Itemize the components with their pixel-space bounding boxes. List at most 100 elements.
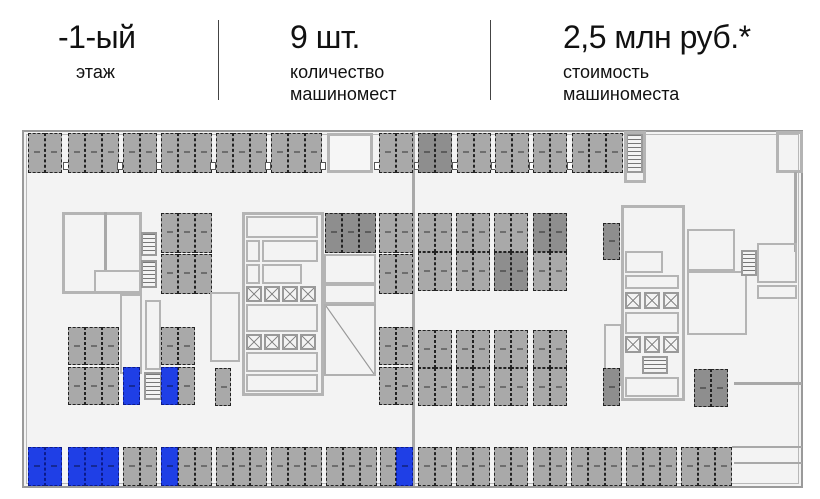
parking-spot[interactable] — [123, 133, 140, 173]
parking-spot[interactable] — [195, 254, 212, 294]
parking-spot[interactable] — [250, 447, 267, 486]
parking-spot[interactable] — [325, 213, 342, 253]
parking-spot[interactable] — [473, 330, 490, 368]
parking-spot[interactable] — [550, 330, 567, 368]
parking-spot[interactable] — [418, 447, 435, 486]
parking-spot[interactable] — [161, 133, 178, 173]
parking-spot[interactable] — [418, 133, 435, 173]
parking-spot[interactable] — [456, 330, 473, 368]
parking-spot[interactable] — [418, 252, 435, 291]
parking-spot-available[interactable] — [161, 367, 178, 405]
parking-spot-available[interactable] — [161, 447, 178, 486]
parking-spot[interactable] — [68, 367, 85, 405]
parking-spot[interactable] — [379, 254, 396, 294]
parking-spot[interactable] — [435, 368, 452, 406]
parking-spot[interactable] — [305, 133, 322, 173]
parking-spot[interactable] — [380, 447, 396, 486]
parking-spot[interactable] — [603, 223, 620, 260]
parking-spot[interactable] — [140, 133, 157, 173]
parking-spot[interactable] — [533, 447, 550, 486]
parking-spot[interactable] — [511, 447, 528, 486]
parking-spot[interactable] — [511, 252, 528, 291]
parking-spot-available[interactable] — [396, 447, 413, 486]
parking-spot[interactable] — [396, 367, 413, 405]
parking-spot[interactable] — [102, 133, 119, 173]
parking-spot[interactable] — [379, 367, 396, 405]
parking-spot[interactable] — [195, 447, 212, 486]
parking-spot[interactable] — [681, 447, 698, 486]
parking-spot[interactable] — [102, 327, 119, 365]
parking-spot[interactable] — [379, 213, 396, 253]
parking-spot[interactable] — [178, 133, 195, 173]
parking-spot[interactable] — [473, 213, 490, 252]
parking-spot[interactable] — [178, 327, 195, 365]
parking-spot-available[interactable] — [102, 447, 119, 486]
parking-spot[interactable] — [161, 213, 178, 253]
parking-spot[interactable] — [233, 447, 250, 486]
parking-spot[interactable] — [457, 133, 474, 173]
parking-spot[interactable] — [660, 447, 677, 486]
parking-spot-available[interactable] — [85, 447, 102, 486]
parking-spot[interactable] — [533, 213, 550, 252]
parking-spot-available[interactable] — [28, 447, 45, 486]
parking-spot[interactable] — [512, 133, 529, 173]
parking-spot[interactable] — [511, 213, 528, 252]
parking-spot[interactable] — [215, 368, 231, 406]
parking-spot[interactable] — [379, 133, 396, 173]
parking-spot[interactable] — [216, 447, 233, 486]
parking-spot[interactable] — [396, 133, 413, 173]
parking-spot[interactable] — [305, 447, 322, 486]
parking-spot[interactable] — [195, 133, 212, 173]
parking-spot[interactable] — [511, 330, 528, 368]
parking-spot[interactable] — [711, 369, 728, 407]
parking-spot[interactable] — [396, 327, 413, 365]
parking-spot[interactable] — [605, 447, 622, 486]
parking-spot[interactable] — [571, 447, 588, 486]
parking-spot[interactable] — [494, 447, 511, 486]
parking-spot[interactable] — [550, 447, 567, 486]
parking-spot[interactable] — [495, 133, 512, 173]
parking-spot[interactable] — [178, 254, 195, 294]
parking-spot[interactable] — [161, 254, 178, 294]
parking-spot[interactable] — [511, 368, 528, 406]
parking-spot[interactable] — [694, 369, 711, 407]
parking-spot[interactable] — [396, 213, 413, 253]
parking-spot[interactable] — [456, 447, 473, 486]
parking-spot[interactable] — [473, 252, 490, 291]
parking-spot-available[interactable] — [45, 447, 62, 486]
parking-spot[interactable] — [473, 368, 490, 406]
parking-spot[interactable] — [233, 133, 250, 173]
parking-spot[interactable] — [140, 447, 157, 486]
parking-spot[interactable] — [606, 133, 623, 173]
parking-spot[interactable] — [494, 252, 511, 291]
parking-spot[interactable] — [216, 133, 233, 173]
parking-spot[interactable] — [533, 330, 550, 368]
parking-spot[interactable] — [418, 330, 435, 368]
parking-spot[interactable] — [85, 367, 102, 405]
parking-spot[interactable] — [494, 330, 511, 368]
parking-spot[interactable] — [588, 447, 605, 486]
parking-spot[interactable] — [533, 252, 550, 291]
parking-spot[interactable] — [533, 368, 550, 406]
parking-spot[interactable] — [102, 367, 119, 405]
parking-spot[interactable] — [288, 447, 305, 486]
parking-spot[interactable] — [494, 368, 511, 406]
parking-spot[interactable] — [271, 447, 288, 486]
parking-spot[interactable] — [435, 252, 452, 291]
parking-spot[interactable] — [603, 368, 620, 406]
parking-spot[interactable] — [326, 447, 343, 486]
parking-spot[interactable] — [473, 447, 490, 486]
parking-spot[interactable] — [550, 133, 567, 173]
parking-spot[interactable] — [456, 252, 473, 291]
parking-spot[interactable] — [343, 447, 360, 486]
parking-spot[interactable] — [379, 327, 396, 365]
parking-spot[interactable] — [456, 368, 473, 406]
parking-spot[interactable] — [643, 447, 660, 486]
parking-spot[interactable] — [550, 252, 567, 291]
parking-spot[interactable] — [360, 447, 377, 486]
parking-spot[interactable] — [359, 213, 376, 253]
parking-spot-available[interactable] — [123, 367, 140, 405]
parking-spot[interactable] — [85, 133, 102, 173]
parking-spot[interactable] — [178, 213, 195, 253]
parking-spot[interactable] — [195, 213, 212, 253]
